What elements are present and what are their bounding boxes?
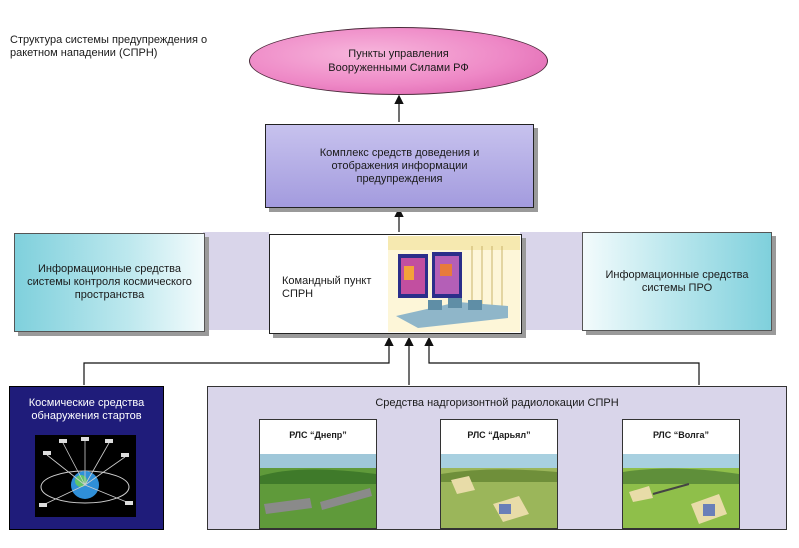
node-space-control-info: Информационные средства системы контроля…	[14, 233, 205, 332]
radar-daryal: РЛС “Дарьял”	[440, 419, 558, 529]
satellite-orbit-illustration	[35, 435, 136, 517]
node-armed-forces-command: Пункты управления Вооруженными Силами РФ	[249, 27, 548, 95]
band-left	[203, 232, 269, 330]
command-room-illustration	[388, 236, 520, 332]
node-info-complex-label: Комплекс средств доведения и отображения…	[319, 146, 480, 185]
radar-volga-illustration	[623, 454, 739, 528]
band-right	[520, 232, 582, 330]
node-command-post: Командный пункт СПРН	[269, 234, 522, 334]
radar-volga-label: РЛС “Волга”	[623, 420, 739, 455]
node-armed-forces-command-label: Пункты управления Вооруженными Силами РФ	[328, 48, 469, 74]
node-command-post-label: Командный пункт СПРН	[282, 275, 372, 300]
radar-dnepr-label: РЛС “Днепр”	[260, 420, 376, 455]
node-space-launch-detection-label: Космические средства обнаружения стартов	[28, 397, 145, 422]
diagram-title: Структура системы предупреждения о ракет…	[10, 34, 208, 59]
node-radar-group-label: Средства надгоризонтной радиолокации СПР…	[375, 397, 619, 409]
radar-daryal-label: РЛС “Дарьял”	[441, 420, 557, 455]
radar-daryal-illustration	[441, 454, 557, 528]
line-radars-to-cmd	[424, 336, 700, 385]
node-abm-info: Информационные средства системы ПРО	[582, 232, 772, 331]
line-space-to-cmd	[83, 336, 394, 385]
node-space-launch-detection: Космические средства обнаружения стартов	[9, 386, 164, 530]
radar-dnepr: РЛС “Днепр”	[259, 419, 377, 529]
radar-dnepr-illustration	[260, 454, 376, 528]
node-info-complex: Комплекс средств доведения и отображения…	[265, 124, 534, 208]
node-radar-group: Средства надгоризонтной радиолокации СПР…	[207, 386, 787, 530]
node-space-control-info-label: Информационные средства системы контроля…	[27, 263, 192, 301]
node-abm-info-label: Информационные средства системы ПРО	[605, 268, 749, 294]
radar-volga: РЛС “Волга”	[622, 419, 740, 529]
